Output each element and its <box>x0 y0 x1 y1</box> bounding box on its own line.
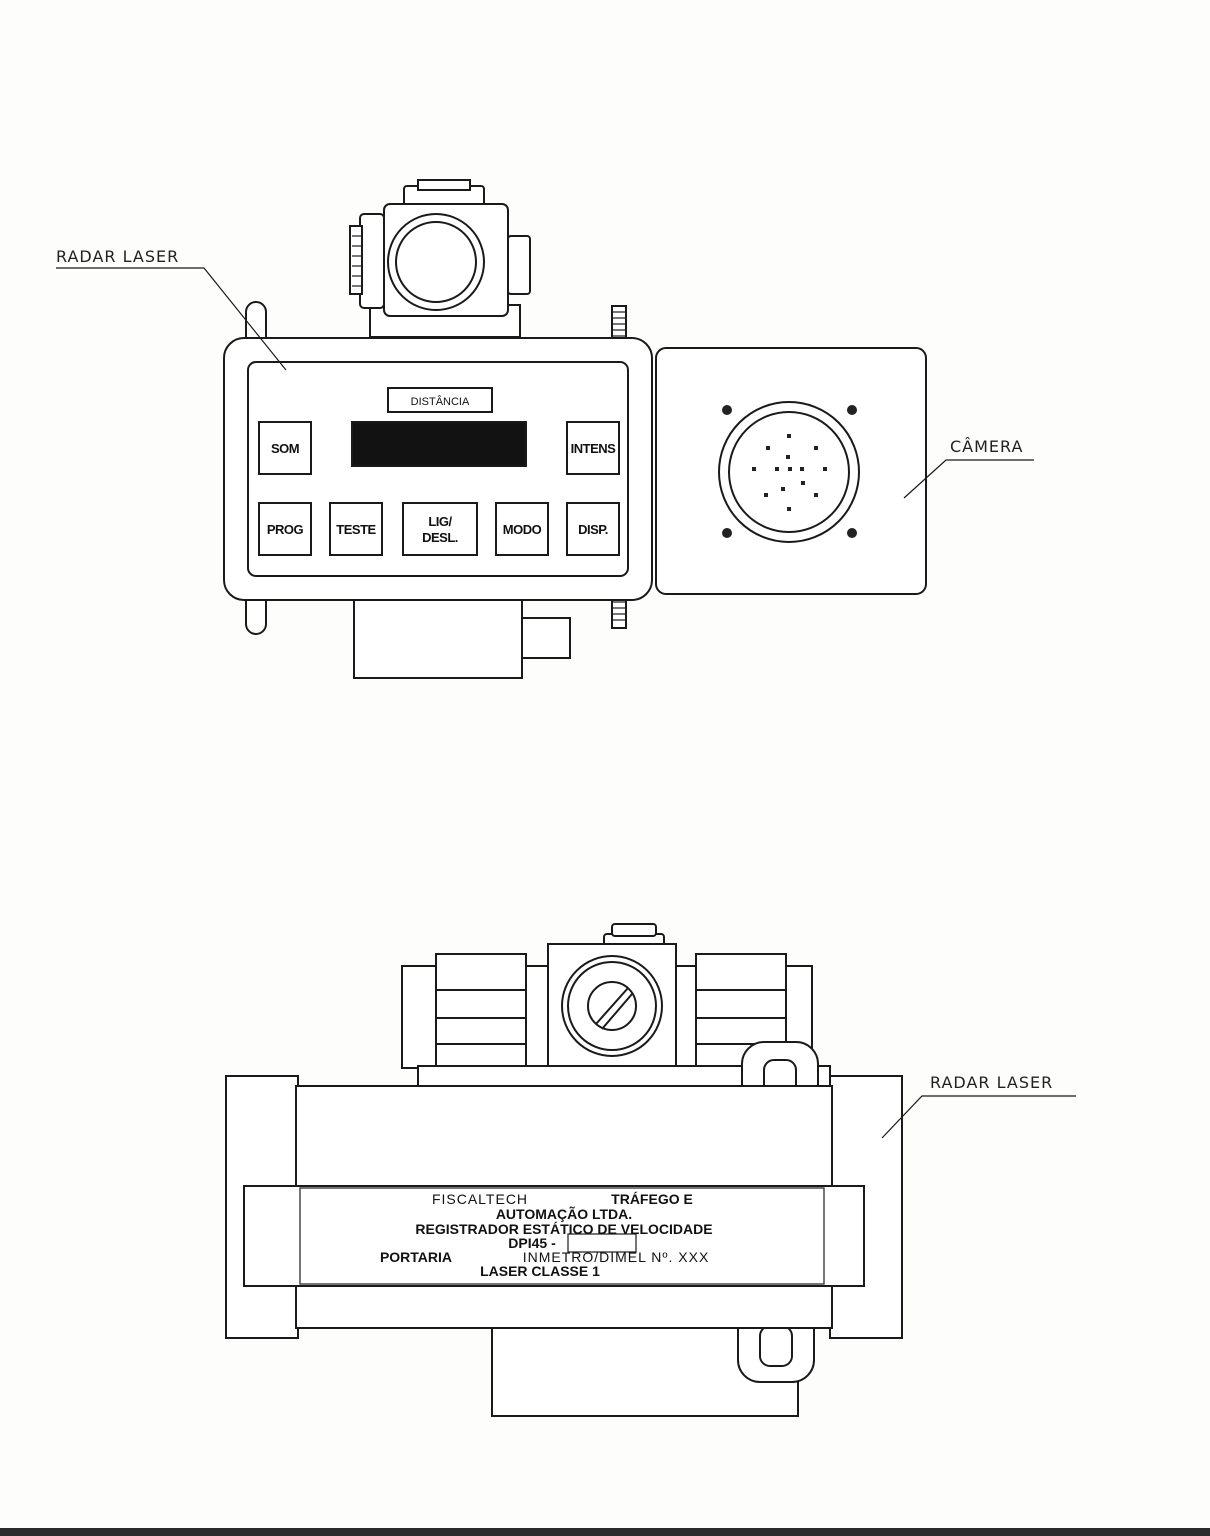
plate-line4: DPI45 - <box>508 1235 556 1251</box>
disp-button-label: DISP. <box>578 522 608 537</box>
plate-text: FISCALTECH TRÁFEGO E AUTOMAÇÃO LTDA. REG… <box>380 1191 713 1279</box>
disp-button[interactable]: DISP. <box>566 502 620 556</box>
prog-button[interactable]: PROG <box>258 502 312 556</box>
callout-radar-laser-top-text: RADAR LASER <box>56 247 179 266</box>
page-bottom-border <box>0 1528 1210 1536</box>
camera-sensor-dots <box>752 434 827 511</box>
callout-radar-laser-top: RADAR LASER <box>56 247 287 371</box>
som-button-label: SOM <box>271 441 299 456</box>
camera-lens-outer <box>718 401 860 543</box>
camera-lens-inner <box>728 411 850 533</box>
plate-line2: AUTOMAÇÃO LTDA. <box>496 1205 632 1222</box>
teste-button[interactable]: TESTE <box>329 502 383 556</box>
intens-button-label: INTENS <box>571 441 617 456</box>
lens-housing <box>353 595 523 679</box>
modo-button-label: MODO <box>503 522 542 537</box>
lig-desl-button-label-2: DESL. <box>422 530 458 545</box>
prog-button-label: PROG <box>267 522 304 537</box>
callout-camera: CÂMERA <box>903 437 1034 499</box>
callout-camera-text: CÂMERA <box>950 437 1023 456</box>
scope-sight <box>349 179 531 338</box>
callout-radar-laser-bottom-text: RADAR LASER <box>930 1073 1053 1092</box>
distance-display-label: DISTÂNCIA <box>411 395 470 408</box>
plate-line5-portaria: PORTARIA <box>380 1249 452 1265</box>
plate-line5-inmetro: INMETRO/DIMEL Nº. XXX <box>523 1249 710 1265</box>
teste-button-label: TESTE <box>336 522 376 537</box>
plate-line1-company: FISCALTECH <box>432 1191 528 1207</box>
distance-display-label-box <box>387 387 493 413</box>
modo-button[interactable]: MODO <box>495 502 549 556</box>
lens-connector <box>521 617 571 659</box>
lcd-display <box>351 421 527 467</box>
intens-button[interactable]: INTENS <box>566 421 620 475</box>
identification-plate <box>243 1185 865 1287</box>
control-panel <box>247 361 629 577</box>
top-view: DISTÂNCIA SOM INTENS PROG TESTE LIG/ DES… <box>56 179 1034 679</box>
side-scope <box>401 923 813 1069</box>
plate-line6: LASER CLASSE 1 <box>480 1263 600 1279</box>
lig-desl-button[interactable]: LIG/ DESL. <box>402 502 478 556</box>
camera-module <box>655 347 927 595</box>
callout-radar-laser-bottom: RADAR LASER <box>881 1073 1076 1139</box>
plate-line3: REGISTRADOR ESTÁTICO DE VELOCIDADE <box>415 1221 712 1237</box>
plate-line1-trafego: TRÁFEGO E <box>611 1191 693 1207</box>
som-button[interactable]: SOM <box>258 421 312 475</box>
lig-desl-button-label-1: LIG/ <box>428 514 452 529</box>
side-view: FISCALTECH TRÁFEGO E AUTOMAÇÃO LTDA. REG… <box>225 923 1076 1417</box>
